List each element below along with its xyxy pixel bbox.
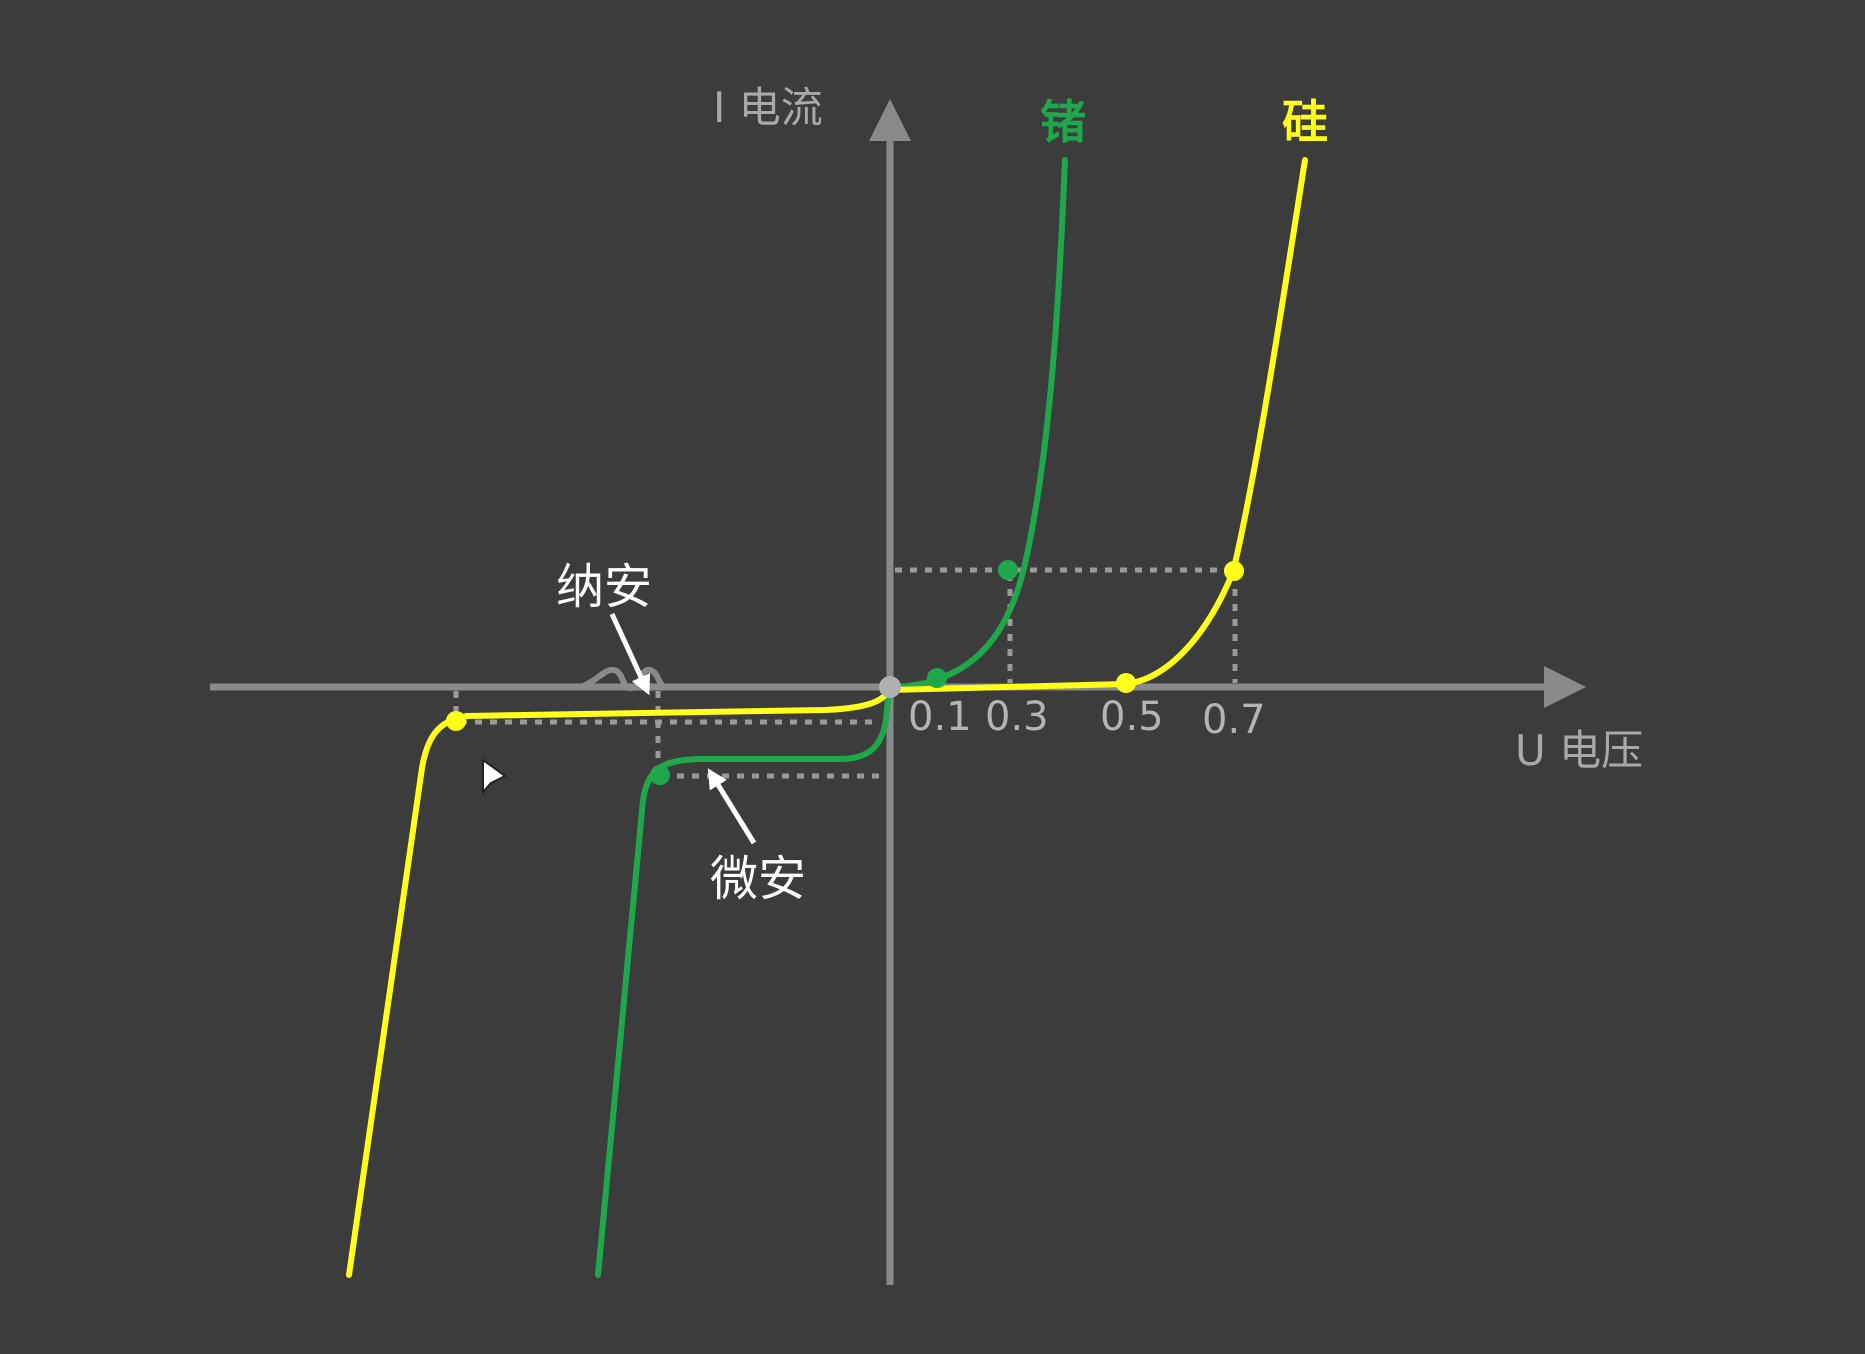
tick-label-0.3: 0.3 — [985, 694, 1049, 740]
si-point-0.7 — [1224, 561, 1244, 581]
series-label-si: 硅 — [1282, 95, 1328, 149]
tick-label-0.7: 0.7 — [1202, 697, 1266, 743]
series-points-si — [446, 561, 1244, 731]
si-point-reverse — [446, 711, 466, 731]
tick-label-0.1: 0.1 — [908, 694, 972, 740]
ge-point-0.3 — [998, 560, 1018, 580]
y-axis-label: I 电流 — [713, 83, 823, 132]
origin-point — [879, 676, 901, 698]
guide-lines — [453, 567, 1238, 779]
annotation-ua: 微安 — [710, 851, 806, 907]
mouse-cursor-icon — [482, 758, 507, 795]
series-points-ge — [650, 560, 1018, 785]
x-axis-label: U 电压 — [1515, 726, 1643, 775]
series-line-ge — [595, 157, 1068, 1278]
ge-point-reverse — [650, 765, 670, 785]
annotation-arrow-na — [609, 612, 651, 696]
series-label-ge: 锗 — [1040, 95, 1086, 149]
ge-point-0.1 — [927, 668, 947, 688]
si-point-0.5 — [1116, 673, 1136, 693]
annotation-na: 纳安 — [556, 559, 652, 615]
tick-label-0.5: 0.5 — [1100, 694, 1164, 740]
annotation-arrow-ua — [707, 768, 757, 845]
